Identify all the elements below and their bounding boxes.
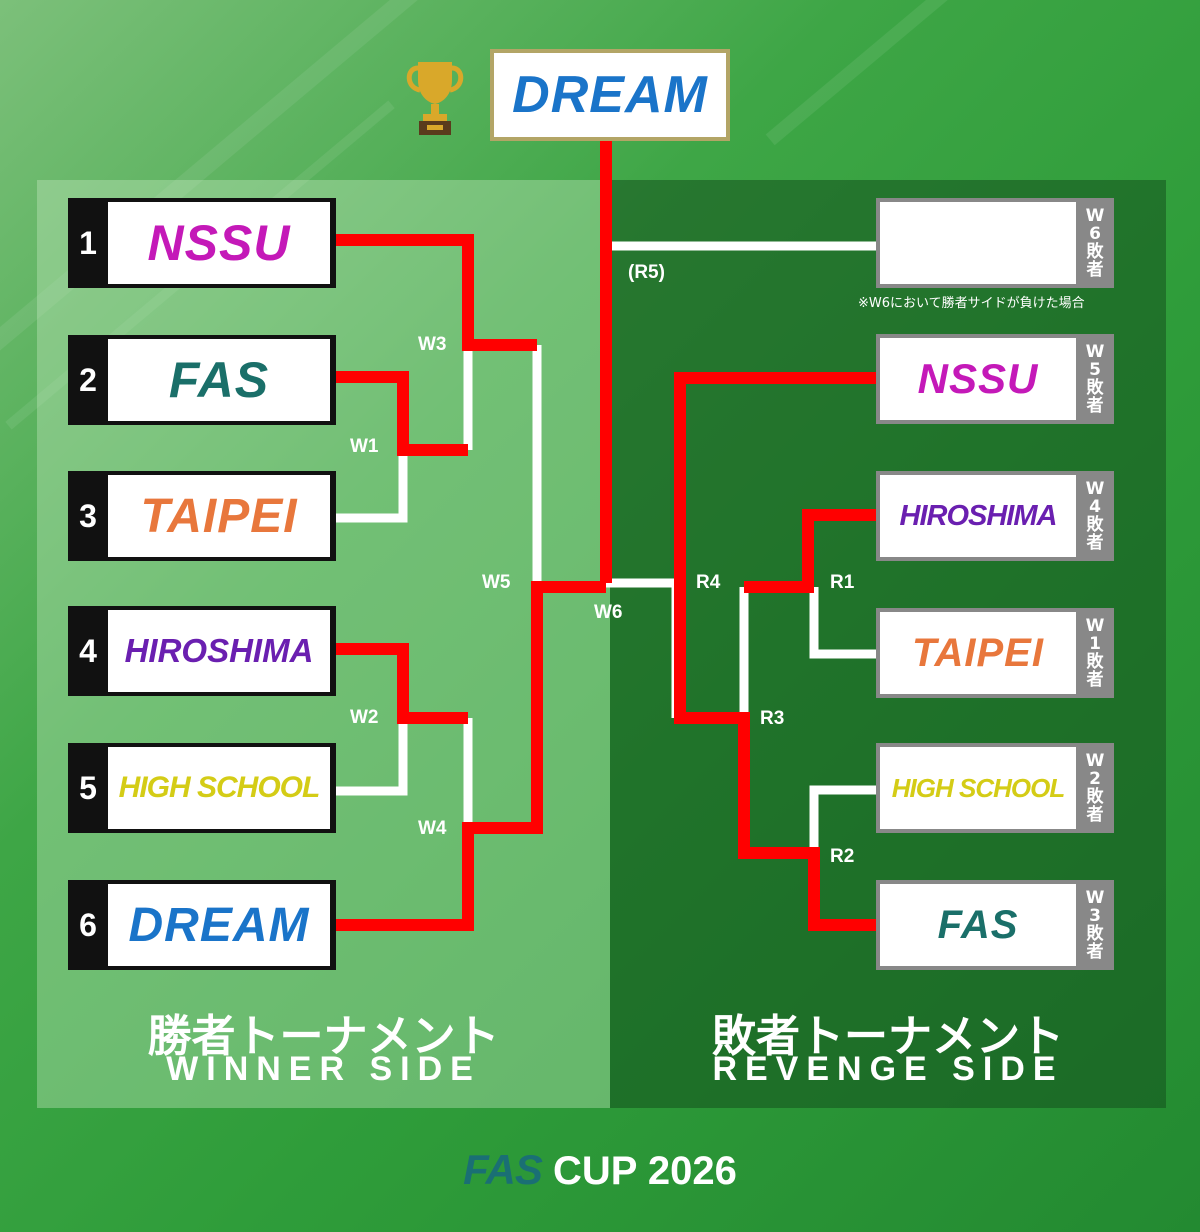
revenge-slot-w4-loser: HIROSHIMA W 4 敗 者	[876, 471, 1114, 561]
revenge-slot-w6-loser: W 6 敗 者	[876, 198, 1114, 288]
seed-number: 4	[79, 633, 97, 669]
tag-text: 敗	[1086, 515, 1104, 535]
revenge-team-name: NSSU	[917, 355, 1039, 402]
tag-match: W	[1085, 206, 1105, 226]
match-label-r3: R3	[760, 708, 785, 729]
revenge-slot-tag: W 5 敗 者	[1078, 334, 1112, 424]
match-label-w1: W1	[350, 436, 379, 457]
bracket-line-nssu-w3	[336, 234, 537, 351]
tag-match: W	[1085, 888, 1105, 908]
tag-number: 5	[1089, 360, 1101, 380]
revenge-slot-w2-loser: HIGH SCHOOL W 2 敗 者	[876, 743, 1114, 833]
seed-number: 5	[79, 770, 97, 806]
tag-text: 者	[1086, 260, 1104, 280]
tag-text: 敗	[1086, 787, 1104, 807]
trophy-icon	[400, 58, 470, 136]
fas-logo: FAS	[463, 1146, 543, 1193]
w6-note: ※W6において勝者サイドが負けた場合	[858, 296, 1085, 311]
match-label-r5: (R5)	[628, 262, 665, 283]
seed-slot-4: 4 HIROSHIMA	[68, 606, 336, 696]
bracket-line-dream-w4-w5	[336, 581, 606, 931]
revenge-team-name: HIGH SCHOOL	[891, 772, 1065, 803]
match-label-r4: R4	[696, 572, 721, 593]
bracket-line-r2-upper	[809, 785, 876, 853]
seed-team-name: DREAM	[128, 898, 310, 952]
bracket-line-hiroshima-r1	[744, 509, 876, 593]
revenge-side-title-ja: 敗者トーナメント	[712, 1011, 1064, 1062]
bracket-line-r1-lower	[809, 587, 876, 659]
event-footer: FAS CUP 2026	[0, 1146, 1200, 1194]
winner-side-title-en: WINNER SIDE	[166, 1050, 481, 1088]
revenge-team-name: TAIPEI	[912, 630, 1044, 675]
match-label-w3: W3	[418, 334, 447, 355]
match-label-r1: R1	[830, 572, 855, 593]
winner-side-title-ja: 勝者トーナメント	[147, 1011, 500, 1062]
tag-match: W	[1085, 616, 1105, 636]
tag-number: 2	[1089, 769, 1101, 789]
match-label-w6: W6	[594, 602, 623, 623]
tag-text: 敗	[1086, 652, 1104, 672]
seed-team-name: HIROSHIMA	[124, 632, 314, 669]
seed-slot-2: 2 FAS	[68, 335, 336, 425]
tag-text: 者	[1086, 942, 1104, 962]
tag-text: 敗	[1086, 924, 1104, 944]
tag-text: 敗	[1086, 378, 1104, 398]
revenge-slot-w3-loser: FAS W 3 敗 者	[876, 880, 1114, 970]
tag-number: 4	[1089, 497, 1101, 517]
seed-team-name: FAS	[168, 352, 270, 408]
bracket-line-hiroshima-w2	[336, 643, 468, 724]
seed-slot-3: 3 TAIPEI	[68, 471, 336, 561]
seed-number: 6	[79, 907, 97, 943]
champion-name: DREAM	[512, 66, 708, 124]
event-name: CUP 2026	[552, 1149, 737, 1193]
revenge-slot-tag: W 4 敗 者	[1078, 471, 1112, 561]
revenge-team-name	[880, 202, 1076, 284]
bracket-line-w2-lower	[336, 718, 408, 796]
seed-number: 3	[79, 498, 97, 534]
tag-number: 6	[1089, 224, 1101, 244]
revenge-team-name: HIROSHIMA	[899, 499, 1058, 532]
revenge-slot-tag: W 2 敗 者	[1078, 743, 1112, 833]
revenge-slot-tag: W 3 敗 者	[1078, 880, 1112, 970]
bracket-line-fas-w1	[336, 371, 468, 456]
tag-number: 1	[1089, 634, 1101, 654]
revenge-slot-tag: W 1 敗 者	[1078, 608, 1112, 698]
seed-team-name: NSSU	[147, 215, 291, 271]
seed-slot-6: 6 DREAM	[68, 880, 336, 970]
match-label-w2: W2	[350, 707, 379, 728]
tag-match: W	[1085, 342, 1105, 362]
bracket-line-w1-lower	[336, 450, 408, 523]
match-label-w5: W5	[482, 572, 511, 593]
revenge-team-name: FAS	[937, 902, 1019, 947]
tag-match: W	[1085, 479, 1105, 499]
revenge-slot-w5-loser: NSSU W 5 敗 者	[876, 334, 1114, 424]
revenge-side-title-en: REVENGE SIDE	[712, 1050, 1064, 1088]
tag-number: 3	[1089, 906, 1101, 926]
seed-slot-1: 1 NSSU	[68, 198, 336, 288]
tag-text: 者	[1086, 805, 1104, 825]
seed-team-name: TAIPEI	[140, 489, 298, 543]
seed-slot-5: 5 HIGH SCHOOL	[68, 743, 336, 833]
revenge-slot-w1-loser: TAIPEI W 1 敗 者	[876, 608, 1114, 698]
seed-team-name: HIGH SCHOOL	[118, 771, 321, 804]
tag-text: 者	[1086, 670, 1104, 690]
match-label-w4: W4	[418, 818, 447, 839]
seed-number: 1	[79, 225, 97, 261]
tag-match: W	[1085, 751, 1105, 771]
seed-number: 2	[79, 362, 97, 398]
bracket-line-revenge-path	[674, 372, 876, 931]
match-label-r2: R2	[830, 846, 855, 867]
revenge-slot-tag: W 6 敗 者	[1078, 198, 1112, 288]
champion-box: DREAM	[490, 49, 730, 141]
tag-text: 者	[1086, 396, 1104, 416]
tag-text: 者	[1086, 533, 1104, 553]
tag-text: 敗	[1086, 242, 1104, 262]
